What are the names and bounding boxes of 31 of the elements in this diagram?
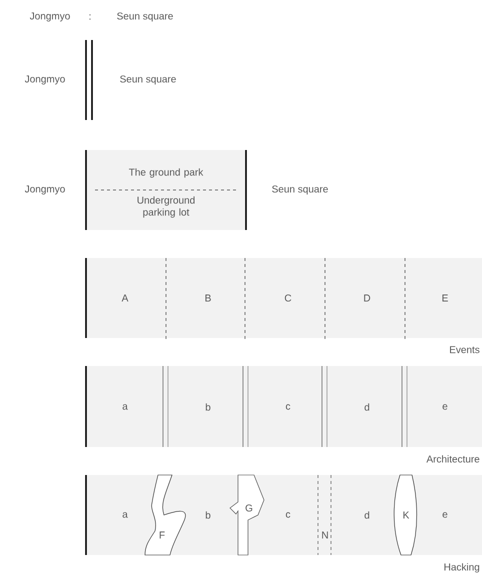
cell-label: d [364, 403, 370, 411]
label: Jongmyo [30, 12, 70, 22]
cell-label: c [286, 404, 290, 410]
cell-label: b [206, 403, 210, 411]
label: Jongmyo [24, 186, 65, 194]
cell-label: e [442, 512, 448, 518]
band-caption: Events [450, 346, 480, 354]
cell-label: d [364, 511, 370, 519]
cell-label: b [206, 511, 210, 519]
cell-label: c [286, 512, 290, 518]
region-label: G [230, 474, 264, 556]
band [85, 258, 482, 338]
cell-label: A [122, 294, 128, 302]
label: Seun square [120, 75, 176, 85]
cell-label: E [442, 294, 448, 302]
region-label: F [144, 474, 186, 556]
cell-label: a [122, 404, 128, 410]
band-caption: Architecture [426, 455, 480, 463]
label: Seun square [117, 12, 173, 22]
label: Jongmyo [24, 76, 65, 84]
region-label: K [394, 474, 418, 556]
cell-label: a [122, 512, 128, 518]
cell-label: D [364, 294, 370, 302]
cell-label: B [205, 294, 211, 302]
label: Seun square [272, 185, 328, 195]
cell-label: e [442, 404, 448, 410]
cell-label: C [284, 294, 292, 302]
band [85, 366, 482, 447]
park-band: The ground park Underground parking lot [85, 150, 247, 230]
region-label: N [318, 474, 332, 556]
band-caption: Hacking [444, 563, 480, 573]
